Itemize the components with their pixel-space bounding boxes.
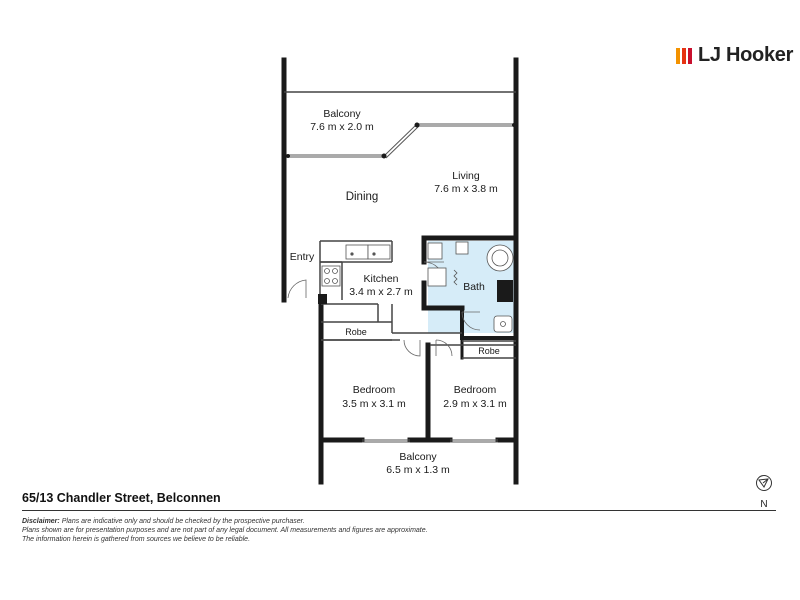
door-posts xyxy=(286,122,516,159)
logo-bars-icon xyxy=(676,47,692,64)
door-swings xyxy=(287,261,481,357)
bedroom-left-dims: 3.5 m x 3.1 m xyxy=(342,398,406,410)
bedroom-left-name: Bedroom xyxy=(353,384,396,396)
kitchen-dims: 3.4 m x 2.7 m xyxy=(349,286,413,298)
kitchen-fixtures xyxy=(321,244,391,287)
divider xyxy=(22,510,776,511)
sliding-doors xyxy=(288,123,514,443)
balcony-top-name: Balcony xyxy=(323,108,361,120)
compass: N xyxy=(752,474,776,510)
bedroom-right-name: Bedroom xyxy=(454,384,497,396)
robe-left-name: Robe xyxy=(345,327,367,337)
bath-fixtures xyxy=(427,241,514,333)
brand-logo: LJ Hooker xyxy=(676,44,793,67)
walls xyxy=(281,57,519,485)
balcony-top-dims: 7.6 m x 2.0 m xyxy=(310,121,374,133)
bedroom-right-dims: 2.9 m x 3.1 m xyxy=(443,398,507,410)
column xyxy=(318,294,327,304)
property-address: 65/13 Chandler Street, Belconnen xyxy=(22,491,221,505)
dining-name: Dining xyxy=(346,191,379,203)
compass-label: N xyxy=(760,499,768,510)
disclaimer-label: Disclaimer: xyxy=(22,518,60,525)
balcony-bottom-dims: 6.5 m x 1.3 m xyxy=(386,464,450,476)
entry-name: Entry xyxy=(290,251,315,263)
disclaimer: Disclaimer: Plans are indicative only an… xyxy=(22,517,722,544)
living-name: Living xyxy=(452,170,480,182)
balcony-bottom-name: Balcony xyxy=(399,451,437,463)
thin-walls xyxy=(284,91,516,359)
compass-arrow-icon xyxy=(756,475,772,491)
kitchen-name: Kitchen xyxy=(363,273,398,285)
bath-column xyxy=(497,280,513,302)
disclaimer-line2: Plans shown are for presentation purpose… xyxy=(22,527,428,534)
brand-name: LJ Hooker xyxy=(698,44,794,66)
disclaimer-line3: The information herein is gathered from … xyxy=(22,536,251,543)
disclaimer-line1: Plans are indicative only and should be … xyxy=(61,518,305,525)
robe-right-name: Robe xyxy=(478,346,500,356)
bath-name: Bath xyxy=(463,281,485,293)
living-dims: 7.6 m x 3.8 m xyxy=(434,183,498,195)
